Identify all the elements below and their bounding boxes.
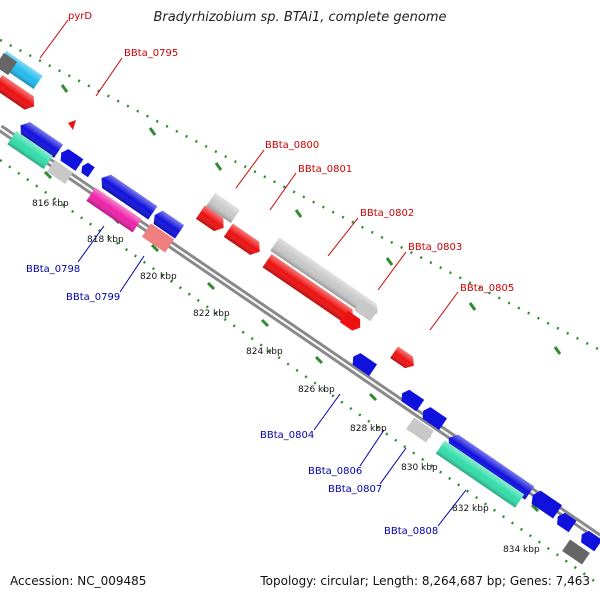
gene-BBta_0803-b bbox=[339, 310, 361, 331]
gene-BBta_0799 bbox=[141, 223, 175, 253]
gene-blue-9 bbox=[531, 490, 563, 519]
tick-824: 824 kbp bbox=[246, 347, 283, 357]
gene-BBta_0806 bbox=[406, 417, 434, 443]
label-BBta_0801: BBta_0801 bbox=[298, 164, 352, 175]
bottom-leaders bbox=[77, 225, 467, 527]
label-BBta_0799: BBta_0799 bbox=[66, 292, 120, 303]
label-BBta_0795: BBta_0795 bbox=[124, 48, 178, 59]
tick-832: 832 kbp bbox=[452, 504, 489, 514]
label-pyrD: pyrD bbox=[68, 11, 92, 22]
forward-genes bbox=[0, 50, 414, 369]
gene-blue-8 bbox=[448, 434, 535, 500]
gene-BBta_0807 bbox=[435, 440, 525, 508]
gene-blue-11 bbox=[581, 530, 600, 552]
gene-grey-small bbox=[46, 160, 74, 184]
gene-BBta_0802 bbox=[270, 237, 378, 318]
label-BBta_0805: BBta_0805 bbox=[460, 283, 514, 294]
gene-blue-5 bbox=[153, 210, 185, 239]
reverse-genes bbox=[7, 122, 600, 565]
gene-BBta_0805 bbox=[390, 346, 414, 369]
label-BBta_0807: BBta_0807 bbox=[328, 484, 382, 495]
bottom-gene-labels: BBta_0798 BBta_0799 BBta_0804 BBta_0806 … bbox=[26, 264, 438, 537]
gene-blue-10 bbox=[557, 512, 577, 533]
tick-818: 818 kbp bbox=[87, 235, 124, 245]
tick-828: 828 kbp bbox=[350, 424, 387, 434]
gene-blue-2 bbox=[60, 149, 84, 171]
gene-BBta_0804 bbox=[352, 353, 378, 376]
topology-text: Topology: circular; Length: 8,264,687 bp… bbox=[260, 574, 590, 588]
tick-830: 830 kbp bbox=[401, 463, 438, 473]
gene-blue-4 bbox=[101, 174, 158, 220]
gene-BBta_0800 bbox=[206, 192, 240, 224]
scale-tick-labels: 816 kbp 818 kbp 820 kbp 822 kbp 824 kbp … bbox=[32, 199, 540, 555]
gene-BBta_0801-b bbox=[223, 223, 260, 255]
tick-822: 822 kbp bbox=[193, 309, 230, 319]
gene-blue-1 bbox=[20, 122, 64, 158]
top-gene-labels: pyrD BBta_0795 BBta_0800 BBta_0801 BBta_… bbox=[68, 11, 514, 294]
gene-BBta_0795 bbox=[0, 74, 35, 110]
gene-dark-grey-left bbox=[0, 52, 18, 76]
label-BBta_0800: BBta_0800 bbox=[265, 140, 319, 151]
gene-grey-0803 bbox=[353, 298, 379, 322]
label-BBta_0808: BBta_0808 bbox=[384, 526, 438, 537]
gene-BBta_0803-a bbox=[262, 254, 353, 323]
top-leaders bbox=[39, 19, 459, 331]
tick-834: 834 kbp bbox=[503, 545, 540, 555]
marker-triangle bbox=[68, 120, 76, 130]
gene-blue-3 bbox=[81, 162, 95, 178]
gene-BBta_0798 bbox=[86, 187, 142, 233]
accession-text: Accession: NC_009485 bbox=[10, 574, 147, 588]
tick-820: 820 kbp bbox=[140, 272, 177, 282]
label-BBta_0806: BBta_0806 bbox=[308, 466, 362, 477]
label-BBta_0803: BBta_0803 bbox=[408, 242, 462, 253]
tick-826: 826 kbp bbox=[298, 385, 335, 395]
gene-seagreen-1 bbox=[7, 130, 53, 170]
label-BBta_0802: BBta_0802 bbox=[360, 208, 414, 219]
gene-dark-grey-right bbox=[562, 539, 590, 565]
tick-816: 816 kbp bbox=[32, 199, 69, 209]
label-BBta_0798: BBta_0798 bbox=[26, 264, 80, 275]
gene-blue-6 bbox=[401, 389, 425, 412]
map-title: Bradyrhizobium sp. BTAi1, complete genom… bbox=[153, 10, 447, 25]
label-BBta_0804: BBta_0804 bbox=[260, 430, 314, 441]
gene-blue-7 bbox=[422, 407, 448, 430]
gene-BBta_0801-a bbox=[195, 205, 224, 232]
